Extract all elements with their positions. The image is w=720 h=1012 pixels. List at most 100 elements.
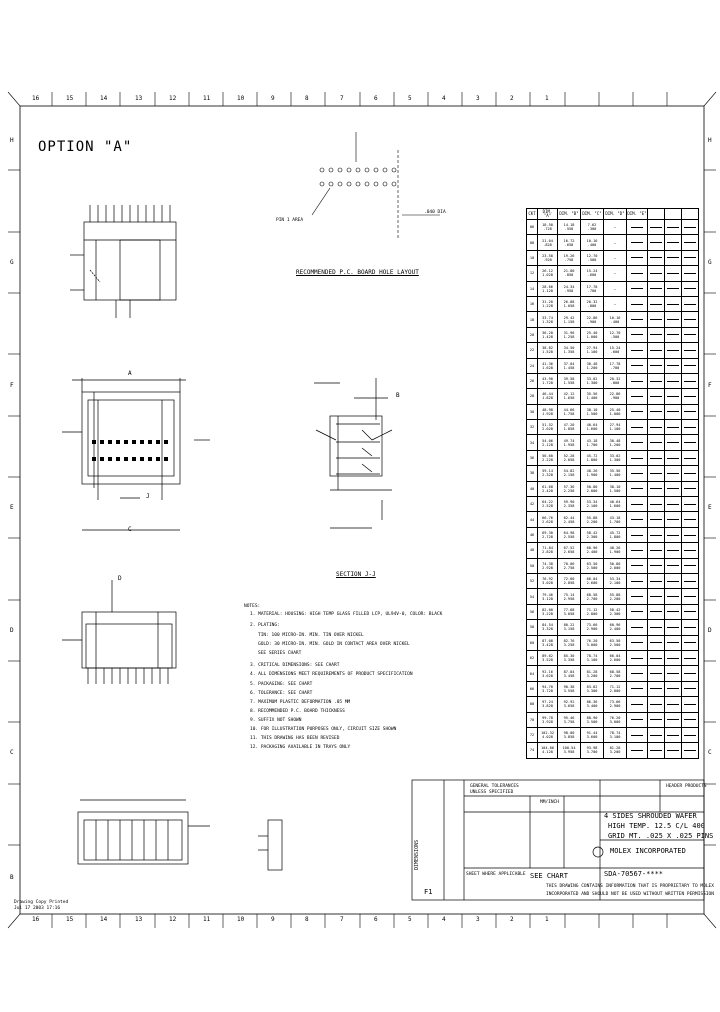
- chart-value: 31.20: [542, 300, 553, 305]
- chart-value: 58: [529, 625, 535, 630]
- dash-mark: [684, 580, 696, 582]
- chart-value: 25.40: [586, 330, 598, 335]
- chart-value: 2.558: [563, 535, 575, 539]
- chart-dash-cell: [626, 280, 648, 297]
- chart-value: 1.400: [609, 473, 621, 478]
- chart-cell: 15.24.600: [603, 342, 627, 359]
- chart-value: 60: [529, 640, 535, 645]
- chart-cell: 24.34.958: [557, 280, 581, 297]
- chart-dash-cell: [626, 557, 648, 574]
- chart-value: 2.800: [609, 688, 621, 693]
- chart-dash-cell: [626, 372, 648, 390]
- chart-value: 1.900: [609, 550, 621, 555]
- chart-cell: 14.18.558: [557, 218, 581, 236]
- dash-mark: [667, 611, 679, 613]
- chart-value: 46: [529, 533, 535, 537]
- chart-dash-cell: [681, 511, 699, 528]
- chart-value: 70.06: [563, 561, 575, 566]
- dash-mark: [650, 272, 662, 274]
- chart-dash-cell: [626, 726, 648, 744]
- dash-mark: [631, 334, 643, 336]
- title-block: [411, 779, 705, 901]
- disclaimer-1: THIS DRAWING CONTAINS INFORMATION THAT I…: [546, 884, 714, 889]
- chart-value: 3.358: [563, 658, 575, 663]
- chart-dash-cell: [664, 326, 682, 344]
- chart-dash-cell: [681, 649, 699, 667]
- chart-cell: 7.62.300: [580, 218, 604, 236]
- chart-value: 22.86: [586, 315, 598, 320]
- dash-mark: [667, 395, 679, 397]
- dim-d-label: D: [118, 575, 122, 582]
- chart-value: 54.06: [542, 438, 553, 443]
- dash-mark: [684, 442, 696, 444]
- chart-dash-cell: [664, 403, 682, 421]
- chart-value: 2.028: [542, 427, 553, 432]
- chart-value: 30.48: [609, 438, 621, 443]
- chart-value: 1.928: [542, 411, 553, 416]
- chart-value: 12: [529, 271, 535, 276]
- chart-cell: 20.32.800: [580, 295, 604, 313]
- chart-value: 56.60: [542, 454, 553, 459]
- dash-mark: [650, 703, 662, 705]
- dash-mark: [631, 442, 643, 444]
- chart-value: .500: [587, 257, 597, 262]
- bottom-view: [62, 580, 177, 684]
- chart-dash-cell: [681, 280, 699, 297]
- chart-cell: 20.32.800: [603, 372, 627, 390]
- chart-value: 90.38: [563, 684, 575, 689]
- chart-value: 1.558: [563, 381, 575, 386]
- dash-mark: [667, 442, 679, 444]
- zone-top: 10: [237, 95, 245, 102]
- dash-mark: [650, 319, 662, 321]
- chart-value: 3.228: [542, 611, 553, 616]
- print-stamp-2: Jul 17 2003 17:16: [14, 906, 61, 911]
- zone-left: E: [10, 504, 14, 511]
- chart-cell: 42: [526, 496, 538, 513]
- chart-value: 43.18: [586, 438, 598, 443]
- title-line-2: HIGH TEMP. 12.5 C/L 400: [608, 822, 705, 830]
- chart-value: 38: [529, 471, 535, 476]
- chart-cell: 20: [526, 326, 538, 344]
- zone-top: 14: [100, 95, 108, 102]
- chart-value: 74: [529, 748, 535, 753]
- dash-mark: [684, 503, 696, 505]
- chart-value: 88.90: [586, 715, 598, 720]
- chart-value: 2.400: [586, 550, 598, 555]
- dash-mark: [650, 442, 662, 444]
- dash-mark: [631, 626, 643, 628]
- chart-value: 73.66: [586, 623, 598, 628]
- zone-left: G: [10, 259, 14, 266]
- chart-dash-cell: [626, 680, 648, 698]
- chart-cell: 12: [526, 265, 538, 282]
- chart-dash-cell: [647, 280, 665, 297]
- dash-mark: [650, 611, 662, 613]
- chart-value: 1.958: [563, 442, 575, 447]
- chart-dash-cell: [664, 711, 682, 728]
- chart-value: .900: [587, 319, 597, 324]
- chart-value: 26.88: [563, 300, 575, 305]
- chart-dash-cell: [647, 465, 665, 482]
- dash-mark: [650, 411, 662, 413]
- chart-value: 31.96: [563, 330, 575, 335]
- dash-mark: [650, 580, 662, 582]
